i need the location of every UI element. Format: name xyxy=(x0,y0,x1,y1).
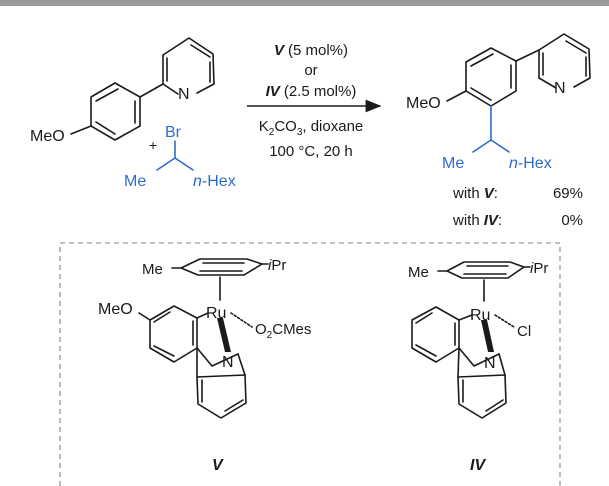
top-rule xyxy=(0,0,609,6)
alkyl-me: Me xyxy=(124,173,146,190)
catalyst-v-ru: Ru xyxy=(206,305,226,322)
cond-base: K2CO3, dioxane xyxy=(259,118,364,138)
catalyst-box xyxy=(59,242,561,486)
catalyst-v-methoxy: MeO xyxy=(98,301,133,318)
catalyst-v-ipr: iPr xyxy=(268,257,286,274)
cond-temp-time: 100 °C, 20 h xyxy=(269,143,353,160)
catalyst-iv-structure xyxy=(411,261,531,419)
reactant-benzene-ring xyxy=(90,82,141,141)
product-hex: n-Hex xyxy=(509,155,552,172)
alkyl-br: Br xyxy=(165,124,182,141)
catalyst-v-label: V xyxy=(212,457,224,474)
reactant-methoxy: MeO xyxy=(30,128,65,145)
catalyst-iv-me: Me xyxy=(408,264,429,281)
catalyst-iv-ru: Ru xyxy=(470,307,490,324)
catalyst-iv-label: IV xyxy=(470,457,486,474)
catalyst-v-wedge xyxy=(217,318,231,352)
yield-value-iv: 0% xyxy=(561,212,583,229)
catalyst-v-ligand: O2CMes xyxy=(255,321,311,341)
catalyst-v-n: N xyxy=(222,354,234,371)
product-pyridine-n: N xyxy=(554,80,566,97)
alkyl-hex: n-Hex xyxy=(193,173,236,190)
catalyst-iv-ipr: iPr xyxy=(530,260,548,277)
reactant-alkyl-bromide xyxy=(156,140,194,171)
cond-line-1: V(5 mol%) xyxy=(274,42,348,59)
reactant-pyridine-n: N xyxy=(178,86,190,103)
cond-or: or xyxy=(304,62,317,79)
product-me: Me xyxy=(442,155,464,172)
product-alkyl-chain xyxy=(472,105,510,153)
cond-line-2: IV(2.5 mol%) xyxy=(266,83,357,100)
product-structure xyxy=(446,33,591,107)
catalyst-v-structure xyxy=(138,258,269,419)
yield-value-v: 69% xyxy=(553,185,583,202)
product-methoxy: MeO xyxy=(406,95,441,112)
catalyst-iv-cl: Cl xyxy=(517,323,531,340)
catalyst-v-me: Me xyxy=(142,261,163,278)
reactant-aryl-pyridine xyxy=(70,37,215,141)
plus-sign: + xyxy=(149,137,157,153)
catalyst-iv-n: N xyxy=(484,355,496,372)
catalyst-iv-wedge xyxy=(481,320,494,352)
